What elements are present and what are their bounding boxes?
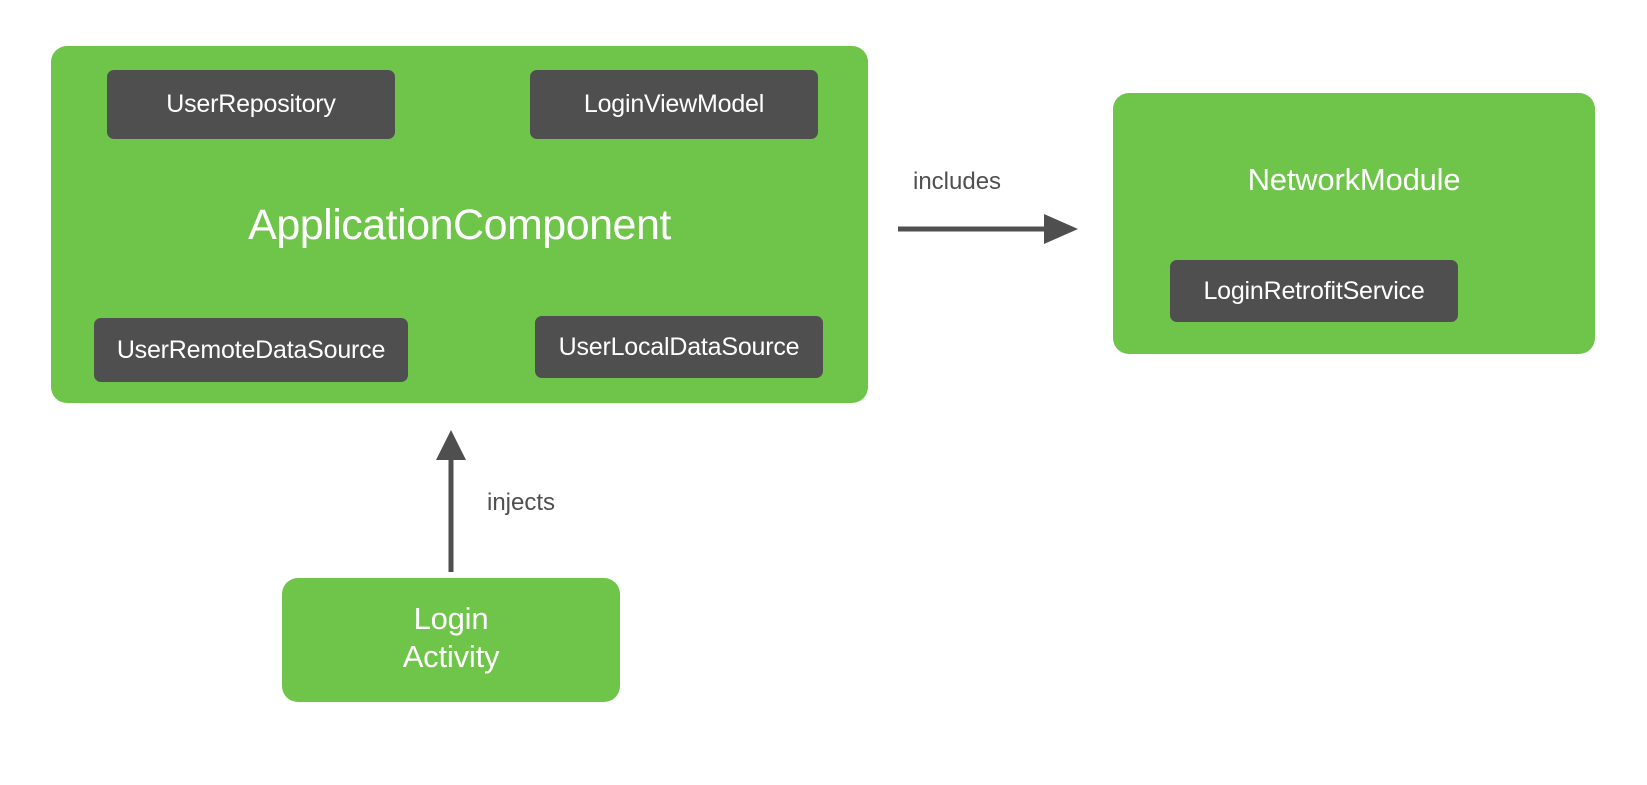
edge-label-injects: injects: [487, 489, 556, 516]
component-title-application-component: ApplicationComponent: [248, 201, 671, 249]
includes-arrow: [898, 214, 1078, 244]
node-label-login-activity: Login Activity: [402, 601, 500, 674]
binding-login-retrofit-service[interactable]: LoginRetrofitService: [1170, 260, 1458, 322]
binding-user-local-data-source[interactable]: UserLocalDataSource: [535, 316, 823, 378]
module-title-network-module: NetworkModule: [1247, 162, 1461, 197]
binding-user-remote-data-source[interactable]: UserRemoteDataSource: [94, 318, 408, 382]
binding-login-view-model[interactable]: LoginViewModel: [530, 70, 818, 139]
binding-user-repository[interactable]: UserRepository: [107, 70, 395, 139]
injects-arrow: [436, 430, 466, 572]
edge-label-includes: includes: [913, 168, 1002, 195]
node-login-activity[interactable]: [282, 578, 620, 702]
